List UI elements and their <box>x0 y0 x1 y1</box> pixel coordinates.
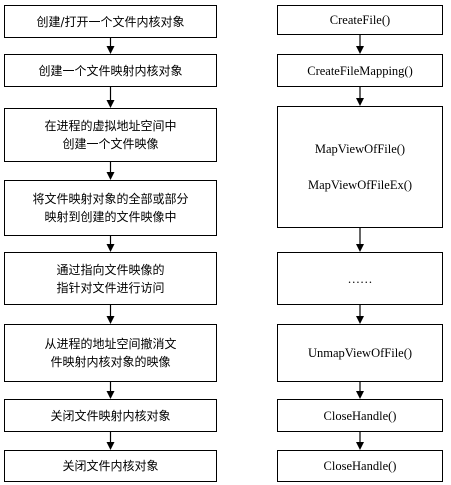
right-step-label: CloseHandle() <box>323 459 397 473</box>
right-step-box: …… <box>277 252 443 305</box>
right-step-box: CloseHandle() <box>277 399 443 432</box>
left-step-label: 创建一个文件映射内核对象 <box>38 63 183 78</box>
arrow-down-icon <box>106 391 115 399</box>
arrow-down-icon <box>106 46 115 54</box>
left-step-box: 创建/打开一个文件内核对象 <box>4 5 217 38</box>
left-step-label: 通过指向文件映像的 <box>56 262 165 277</box>
right-step-label: MapViewOfFile() <box>314 142 406 156</box>
left-step-label: 指针对文件进行访问 <box>56 280 165 295</box>
arrow-down-icon <box>356 391 364 399</box>
right-step-label: …… <box>347 271 373 286</box>
left-step-label: 件映射内核对象的映像 <box>50 355 171 369</box>
arrow-down-icon <box>356 442 364 450</box>
right-step-label: MapViewOfFileEx() <box>307 178 413 192</box>
left-step-label: 映射到创建的文件映像中 <box>44 210 177 224</box>
left-step-label: 关闭文件内核对象 <box>62 459 159 473</box>
right-step-box: CreateFileMapping() <box>277 54 443 87</box>
arrow-down-icon <box>106 244 115 252</box>
left-step-label: 将文件映射对象的全部或部分 <box>32 192 189 206</box>
arrow-down-icon <box>356 244 364 252</box>
arrow-down-icon <box>356 98 364 106</box>
left-step-box: 从进程的地址空间撤消文件映射内核对象的映像 <box>4 324 217 382</box>
right-step-box: CreateFile() <box>277 5 443 35</box>
right-step-label: UnmapViewOfFile() <box>307 346 413 360</box>
left-step-box: 关闭文件内核对象 <box>4 450 217 482</box>
left-step-label: 在进程的虚拟地址空间中 <box>44 119 177 133</box>
left-step-box: 将文件映射对象的全部或部分映射到创建的文件映像中 <box>4 180 217 236</box>
left-step-label: 创建一个文件映像 <box>62 137 159 151</box>
left-step-box: 创建一个文件映射内核对象 <box>4 54 217 87</box>
left-step-label: 关闭文件映射内核对象 <box>50 408 171 423</box>
right-step-box: UnmapViewOfFile() <box>277 324 443 382</box>
left-step-box: 关闭文件映射内核对象 <box>4 399 217 432</box>
arrow-down-icon <box>106 172 115 180</box>
left-step-label: 从进程的地址空间撤消文 <box>44 337 177 351</box>
right-step-label: CreateFileMapping() <box>307 63 413 78</box>
left-step-box: 通过指向文件映像的指针对文件进行访问 <box>4 252 217 305</box>
arrow-down-icon <box>106 316 115 324</box>
left-step-label: 创建/打开一个文件内核对象 <box>36 14 185 29</box>
arrow-down-icon <box>106 100 115 108</box>
right-step-box: CloseHandle() <box>277 450 443 482</box>
right-step-box: MapViewOfFile() MapViewOfFileEx() <box>277 106 443 228</box>
right-step-label: CreateFile() <box>329 13 391 27</box>
right-step-label: CloseHandle() <box>323 408 397 423</box>
arrow-down-icon <box>106 442 115 450</box>
arrow-down-icon <box>356 46 364 54</box>
arrow-down-icon <box>356 316 364 324</box>
left-step-box: 在进程的虚拟地址空间中创建一个文件映像 <box>4 108 217 162</box>
